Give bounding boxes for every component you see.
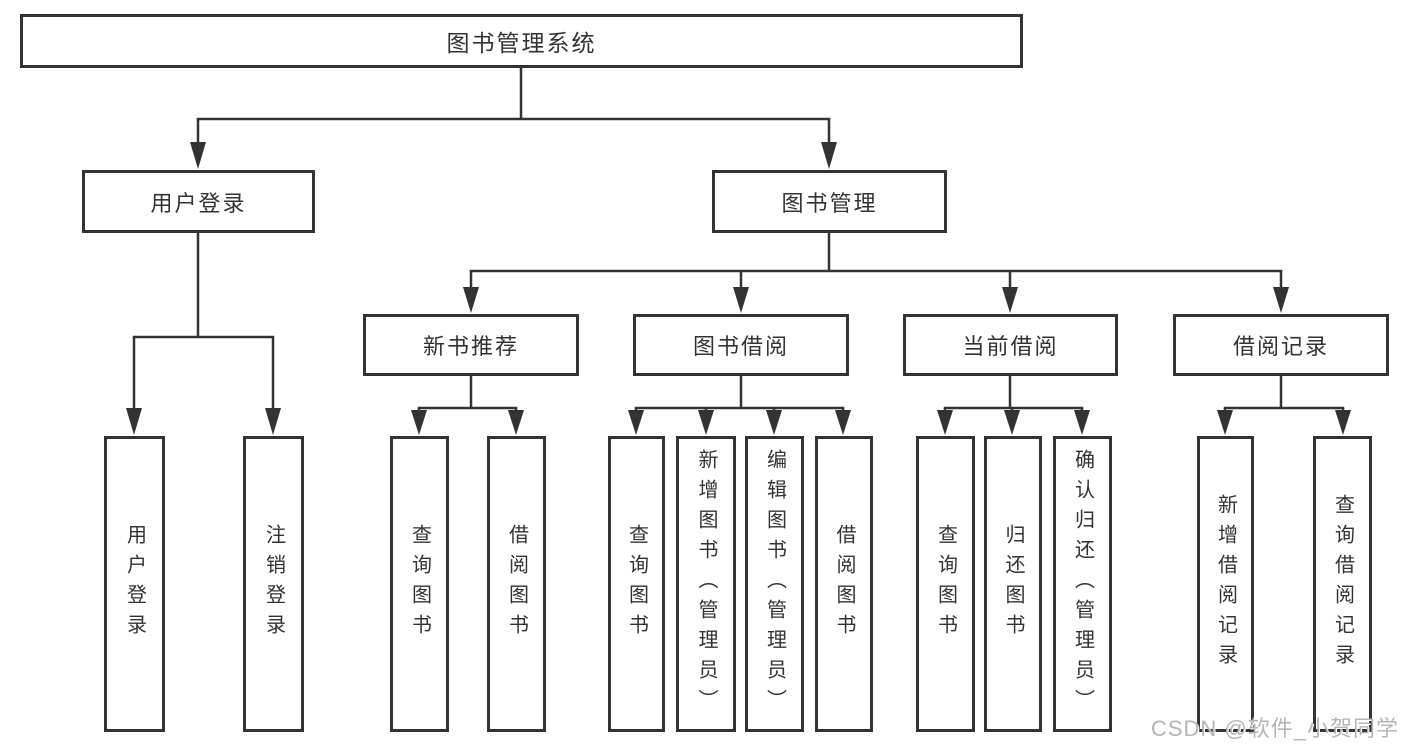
leaf-query-borrow-record: 查询借阅记录 (1313, 436, 1372, 732)
node-user-login: 用户登录 (82, 170, 315, 233)
node-current-borrow: 当前借阅 (903, 314, 1118, 376)
leaf-add-borrow-record: 新增借阅记录 (1197, 436, 1254, 732)
leaf-return-book: 归还图书 (984, 436, 1042, 732)
leaf-query-books-recommend: 查询图书 (390, 436, 449, 732)
node-new-book-recommend: 新书推荐 (363, 314, 579, 376)
leaf-borrow-books-recommend: 借阅图书 (487, 436, 546, 732)
leaf-add-book-admin: 新增图书（管理员） (676, 436, 736, 732)
leaf-query-books-borrow: 查询图书 (608, 436, 665, 732)
node-book-management: 图书管理 (712, 170, 947, 233)
node-borrow-records: 借阅记录 (1173, 314, 1389, 376)
node-book-borrow: 图书借阅 (633, 314, 849, 376)
leaf-query-books-current: 查询图书 (916, 436, 975, 732)
leaf-edit-book-admin: 编辑图书（管理员） (745, 436, 804, 732)
node-library-system: 图书管理系统 (20, 14, 1023, 68)
leaf-borrow-books-borrow: 借阅图书 (815, 436, 873, 732)
csdn-watermark: CSDN @软件_小贺同学 (1150, 716, 1399, 741)
arrowheads (126, 142, 1351, 435)
leaf-confirm-return-admin: 确认归还（管理员） (1053, 436, 1112, 732)
leaf-logout: 注销登录 (243, 436, 304, 732)
leaf-user-login: 用户登录 (104, 436, 165, 732)
